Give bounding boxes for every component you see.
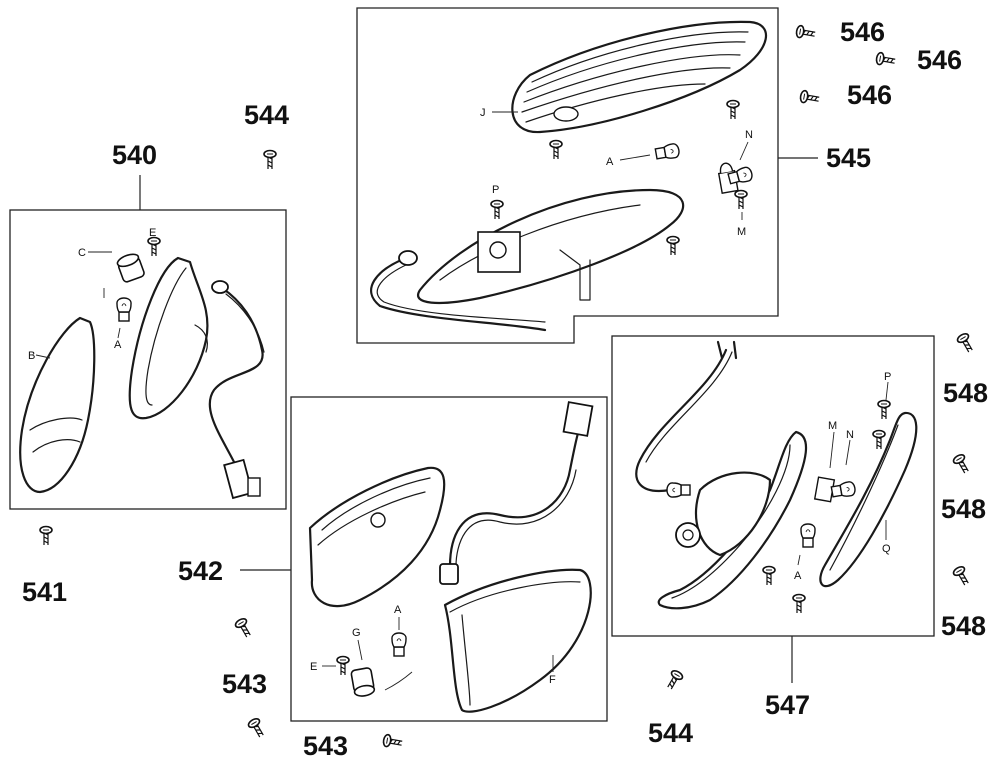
housing-icon-540 xyxy=(128,256,209,420)
callout-540-c: C xyxy=(78,247,86,259)
screw-icon-541 xyxy=(39,525,53,546)
callout-545-p: P xyxy=(492,184,499,196)
wire-harness-icon-547 xyxy=(635,348,728,493)
callout-547-m: M xyxy=(828,420,837,432)
part-number-548-a: 548 xyxy=(943,378,988,408)
part-number-547: 547 xyxy=(765,690,810,720)
callout-547-n: N xyxy=(846,429,854,441)
bulb-icon-547-wire xyxy=(666,482,691,498)
bulb-icon-547-n xyxy=(830,480,857,500)
part-number-545: 545 xyxy=(826,143,871,173)
callout-542-e: E xyxy=(310,661,317,673)
callout-545-j: J xyxy=(480,107,486,119)
part-number-543-a: 543 xyxy=(222,669,267,699)
screw-icon-543-c xyxy=(381,733,404,750)
assembly-540 xyxy=(19,236,265,500)
socket-icon-540-c xyxy=(116,253,145,283)
screw-icon-546-a xyxy=(794,24,817,41)
screw-icon-545-p xyxy=(490,199,504,220)
screw-icon-548-c xyxy=(951,564,973,588)
callout-540-a: A xyxy=(114,339,122,351)
screw-icon-547-3 xyxy=(792,593,806,614)
frame-547 xyxy=(611,335,935,637)
bulb-icon-545-a xyxy=(654,142,681,162)
callout-547-p: P xyxy=(884,371,891,383)
housing-icon-542 xyxy=(308,466,446,608)
screw-icon-547-1 xyxy=(872,429,886,450)
part-number-544-b: 544 xyxy=(648,718,693,748)
screw-icon-545-2 xyxy=(549,139,563,160)
part-number-546-b: 546 xyxy=(917,45,962,75)
screw-icon-540-e xyxy=(147,236,161,257)
part-number-542: 542 xyxy=(178,556,223,586)
part-number-548-c: 548 xyxy=(941,611,986,641)
callout-547-q: Q xyxy=(882,543,891,555)
callout-540-e: E xyxy=(149,227,156,239)
housing-icon-545 xyxy=(417,188,685,305)
wire-harness-icon-545 xyxy=(370,256,547,332)
part-number-546-a: 546 xyxy=(840,17,885,47)
frame-545 xyxy=(356,7,779,344)
socket-icon-542-g xyxy=(350,667,376,697)
wire-harness-icon-540 xyxy=(208,286,264,472)
screw-icon-547-2 xyxy=(762,565,776,586)
callout-542-f: F xyxy=(549,674,556,686)
screw-icon-545-m xyxy=(734,189,748,210)
part-number-543-b: 543 xyxy=(303,731,348,761)
callout-545-n: N xyxy=(745,129,753,141)
screw-icon-544-top xyxy=(263,149,277,170)
part-number-544-a: 544 xyxy=(244,100,289,130)
bulb-icon-540-a xyxy=(116,297,132,322)
part-number-548-b: 548 xyxy=(941,494,986,524)
part-number-541: 541 xyxy=(22,577,67,607)
screw-icon-546-c xyxy=(798,89,821,106)
assembly-542 xyxy=(308,401,594,713)
callout-545-m: M xyxy=(737,226,746,238)
screw-icon-547-p xyxy=(877,399,891,420)
callout-545-a: A xyxy=(606,156,614,168)
screw-icon-542-e xyxy=(336,655,350,676)
screw-icon-543-a xyxy=(233,616,255,640)
part-number-546-c: 546 xyxy=(847,80,892,110)
screw-icon-546-b xyxy=(874,51,897,68)
frame-540 xyxy=(9,209,287,510)
part-number-540: 540 xyxy=(112,140,157,170)
screw-icon-543-b xyxy=(246,716,268,740)
screw-icon-548-a xyxy=(955,331,977,355)
callout-547-a: A xyxy=(794,570,802,582)
assembly-545 xyxy=(370,20,768,332)
bulb-icon-547-a xyxy=(800,523,816,548)
callout-540-b: B xyxy=(28,350,35,362)
bulb-icon-542-a xyxy=(391,632,407,657)
callout-542-a: A xyxy=(394,604,402,616)
screw-icon-545-3 xyxy=(666,235,680,256)
assembly-547 xyxy=(635,340,918,614)
wire-harness-icon-542 xyxy=(448,418,584,568)
screw-icon-545-1 xyxy=(726,99,740,120)
lens-icon-540 xyxy=(19,316,96,494)
lens-icon-542 xyxy=(443,568,592,713)
screw-icon-544-bottom xyxy=(663,668,685,692)
lens-icon-545 xyxy=(511,20,768,134)
callout-542-g: G xyxy=(352,627,361,639)
screw-icon-548-b xyxy=(951,452,973,476)
frame-542 xyxy=(290,396,608,722)
